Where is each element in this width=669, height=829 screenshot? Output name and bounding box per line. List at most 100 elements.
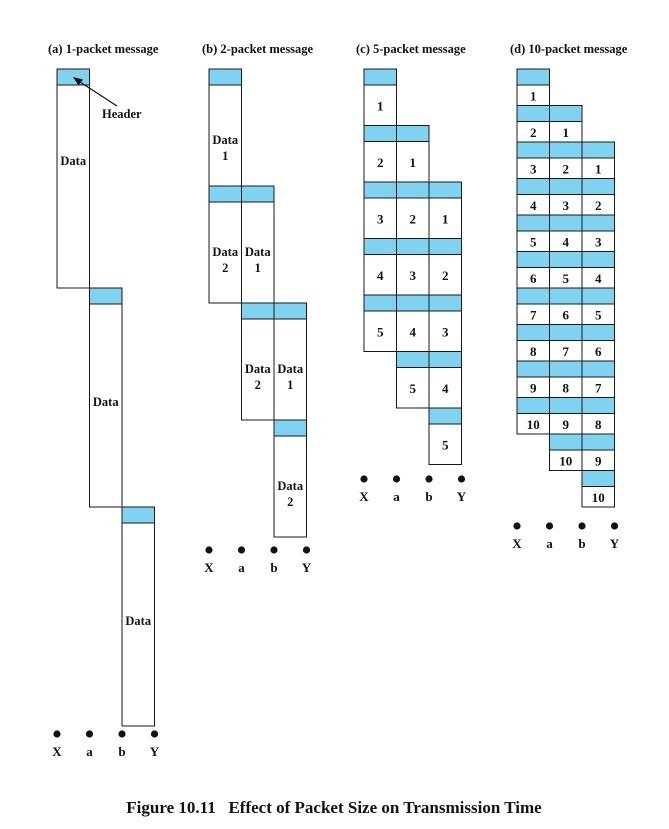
packet-label: 4 bbox=[442, 381, 449, 396]
packet-label: Data bbox=[93, 395, 119, 409]
packet: 1 bbox=[549, 105, 583, 143]
packet-header bbox=[549, 287, 583, 305]
packet-header bbox=[581, 141, 615, 159]
node-dot bbox=[578, 522, 586, 530]
packet-label: 9 bbox=[563, 417, 570, 432]
packet-header bbox=[241, 185, 275, 203]
packet-header bbox=[273, 419, 307, 437]
packet-label: 4 bbox=[410, 324, 417, 339]
packet-label: Data bbox=[212, 245, 238, 259]
node-dot bbox=[85, 730, 94, 738]
packet-label: 10 bbox=[527, 417, 540, 432]
packet: 5 bbox=[581, 287, 615, 325]
packet-body bbox=[121, 506, 155, 727]
packet-header bbox=[428, 407, 462, 425]
packet-label: 3 bbox=[530, 161, 537, 176]
packet: 8 bbox=[549, 360, 583, 398]
packet-header bbox=[363, 238, 397, 255]
packet-header bbox=[581, 433, 615, 451]
packet-header bbox=[549, 324, 583, 341]
packet: 2 bbox=[428, 238, 462, 296]
packet: 3 bbox=[428, 294, 462, 352]
packet-label: 8 bbox=[530, 344, 537, 359]
packet-body bbox=[208, 68, 242, 187]
panel-title: (d) 10-packet message bbox=[510, 42, 628, 56]
packet-header bbox=[516, 105, 550, 122]
packet-header bbox=[581, 287, 615, 305]
packet-body bbox=[273, 302, 307, 421]
header-pointer-arrowhead bbox=[73, 77, 83, 86]
packet: 4 bbox=[516, 178, 550, 216]
packet-header bbox=[56, 68, 90, 86]
packet-label: 6 bbox=[563, 307, 570, 322]
packet-label: 3 bbox=[442, 324, 449, 339]
packet-header bbox=[428, 351, 462, 368]
packet: 1 bbox=[363, 68, 397, 126]
packet-label: 1 bbox=[222, 149, 228, 163]
packet-label: 8 bbox=[595, 417, 602, 432]
packet-label: 2 bbox=[287, 495, 293, 509]
packet: 5 bbox=[396, 351, 430, 409]
packet: Data 1 bbox=[208, 68, 242, 187]
packet: 10 bbox=[581, 470, 615, 508]
packet-header bbox=[549, 141, 583, 159]
packet-header bbox=[581, 360, 615, 378]
packet-header bbox=[396, 238, 430, 255]
packet-body bbox=[208, 185, 242, 304]
packet-header bbox=[549, 251, 583, 268]
node-dot bbox=[610, 522, 619, 530]
node-label-Y: Y bbox=[457, 489, 467, 504]
node-dot bbox=[425, 475, 433, 483]
header-pointer-line bbox=[76, 79, 118, 107]
packet-label: 1 bbox=[530, 88, 537, 103]
packet: 7 bbox=[549, 324, 583, 362]
packet-label: 1 bbox=[410, 155, 417, 170]
packet-label: 9 bbox=[530, 380, 537, 395]
node-label-Y: Y bbox=[610, 536, 620, 551]
packet-header bbox=[516, 287, 550, 305]
node-label-a: a bbox=[238, 560, 245, 575]
packet: Data bbox=[121, 506, 155, 727]
packet-label: Data bbox=[277, 362, 303, 376]
packet-header bbox=[208, 185, 242, 203]
packet-label: 9 bbox=[595, 453, 602, 468]
packet-header bbox=[363, 181, 397, 199]
packet-label: 4 bbox=[563, 234, 570, 249]
packet-header bbox=[516, 397, 550, 414]
node-dot bbox=[118, 730, 126, 738]
figure-caption: Figure 10.11 Effect of Packet Size on Tr… bbox=[126, 798, 542, 817]
node-dot bbox=[150, 730, 159, 738]
packet-body bbox=[273, 419, 307, 538]
packet: 1 bbox=[428, 181, 462, 239]
node-label-Y: Y bbox=[150, 744, 160, 759]
packet-header bbox=[428, 294, 462, 312]
packet-label: 2 bbox=[255, 378, 261, 392]
packet-label: 1 bbox=[255, 261, 261, 275]
packet-label: Data bbox=[212, 133, 238, 147]
packet-label: Data bbox=[60, 154, 86, 168]
node-label-a: a bbox=[393, 489, 400, 504]
packet-header bbox=[89, 287, 123, 305]
packet-header bbox=[516, 360, 550, 378]
packet-label: 3 bbox=[595, 234, 602, 249]
node-dot bbox=[545, 522, 554, 530]
packet-label: 7 bbox=[563, 344, 570, 359]
packet: 3 bbox=[396, 238, 430, 296]
packet-body bbox=[89, 287, 123, 508]
packet-header bbox=[396, 351, 430, 368]
packet-header bbox=[581, 470, 615, 487]
node-label-b: b bbox=[118, 744, 125, 759]
node-label-a: a bbox=[86, 744, 93, 759]
node-dot bbox=[513, 522, 521, 530]
packet-label: 8 bbox=[563, 380, 570, 395]
packet-header bbox=[516, 68, 550, 86]
packet: 3 bbox=[363, 181, 397, 239]
packet: 2 bbox=[581, 178, 615, 216]
packet-header bbox=[396, 181, 430, 199]
packet: 6 bbox=[549, 287, 583, 325]
